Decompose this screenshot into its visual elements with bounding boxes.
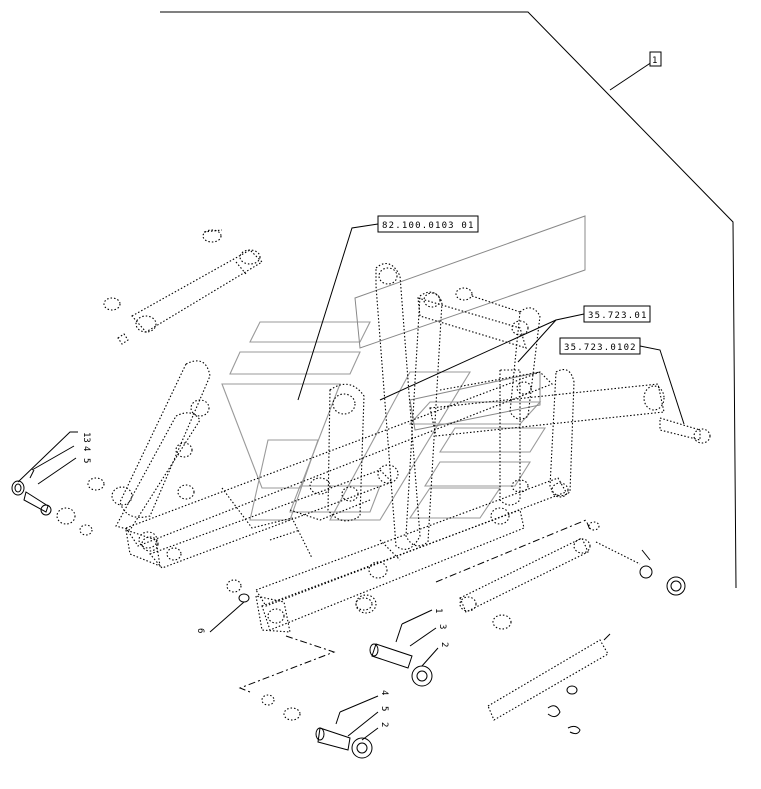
ref-box-b: 35.723.01 — [583, 305, 651, 323]
ref-b-leader-2 — [379, 319, 557, 401]
center-plates — [309, 262, 443, 579]
callout-left-3: 5 — [81, 458, 91, 463]
callout-left-2: 4 — [81, 446, 91, 451]
ref-c-label: 35.723.0102 — [564, 343, 637, 353]
frame-outline — [160, 11, 737, 589]
upper-right-link — [417, 287, 711, 444]
lower-cylinder — [435, 479, 686, 630]
callout-item-6: 6 — [195, 628, 205, 633]
sheet-outline-a — [354, 215, 586, 349]
low-pin-group — [261, 694, 379, 759]
ref-a-label: 82.100.0103 01 — [382, 221, 475, 231]
ref-b-label: 35.723.01 — [588, 311, 648, 321]
ref-box-c: 35.723.0102 — [559, 337, 641, 355]
top-ref-label: 1 — [652, 56, 659, 66]
callout-mid-2: 3 — [437, 624, 447, 629]
top-box-leader — [609, 61, 653, 91]
ref-a-leader — [297, 223, 379, 401]
sheet-outline-b — [409, 371, 541, 431]
item-6-part — [209, 593, 250, 633]
callout-low-2: 5 — [379, 706, 389, 711]
callout-mid-3: 2 — [439, 642, 449, 647]
detached-bar — [487, 633, 611, 735]
left-side-plate — [111, 360, 211, 549]
watermark-logo — [221, 321, 546, 521]
callout-mid-1: 1 — [433, 608, 443, 613]
callout-left-1: 13 — [81, 432, 91, 443]
callout-low-1: 4 — [379, 690, 389, 695]
main-frame — [125, 371, 567, 633]
ref-c-leader — [639, 345, 685, 425]
ref-box-a: 82.100.0103 01 — [377, 215, 479, 233]
upper-link-arm — [103, 229, 263, 345]
top-ref-box: 1 — [649, 51, 662, 67]
left-pin-group — [11, 431, 105, 536]
mid-pin-group — [238, 597, 439, 693]
right-side-plate — [490, 307, 575, 525]
callout-low-3: 2 — [379, 722, 389, 727]
